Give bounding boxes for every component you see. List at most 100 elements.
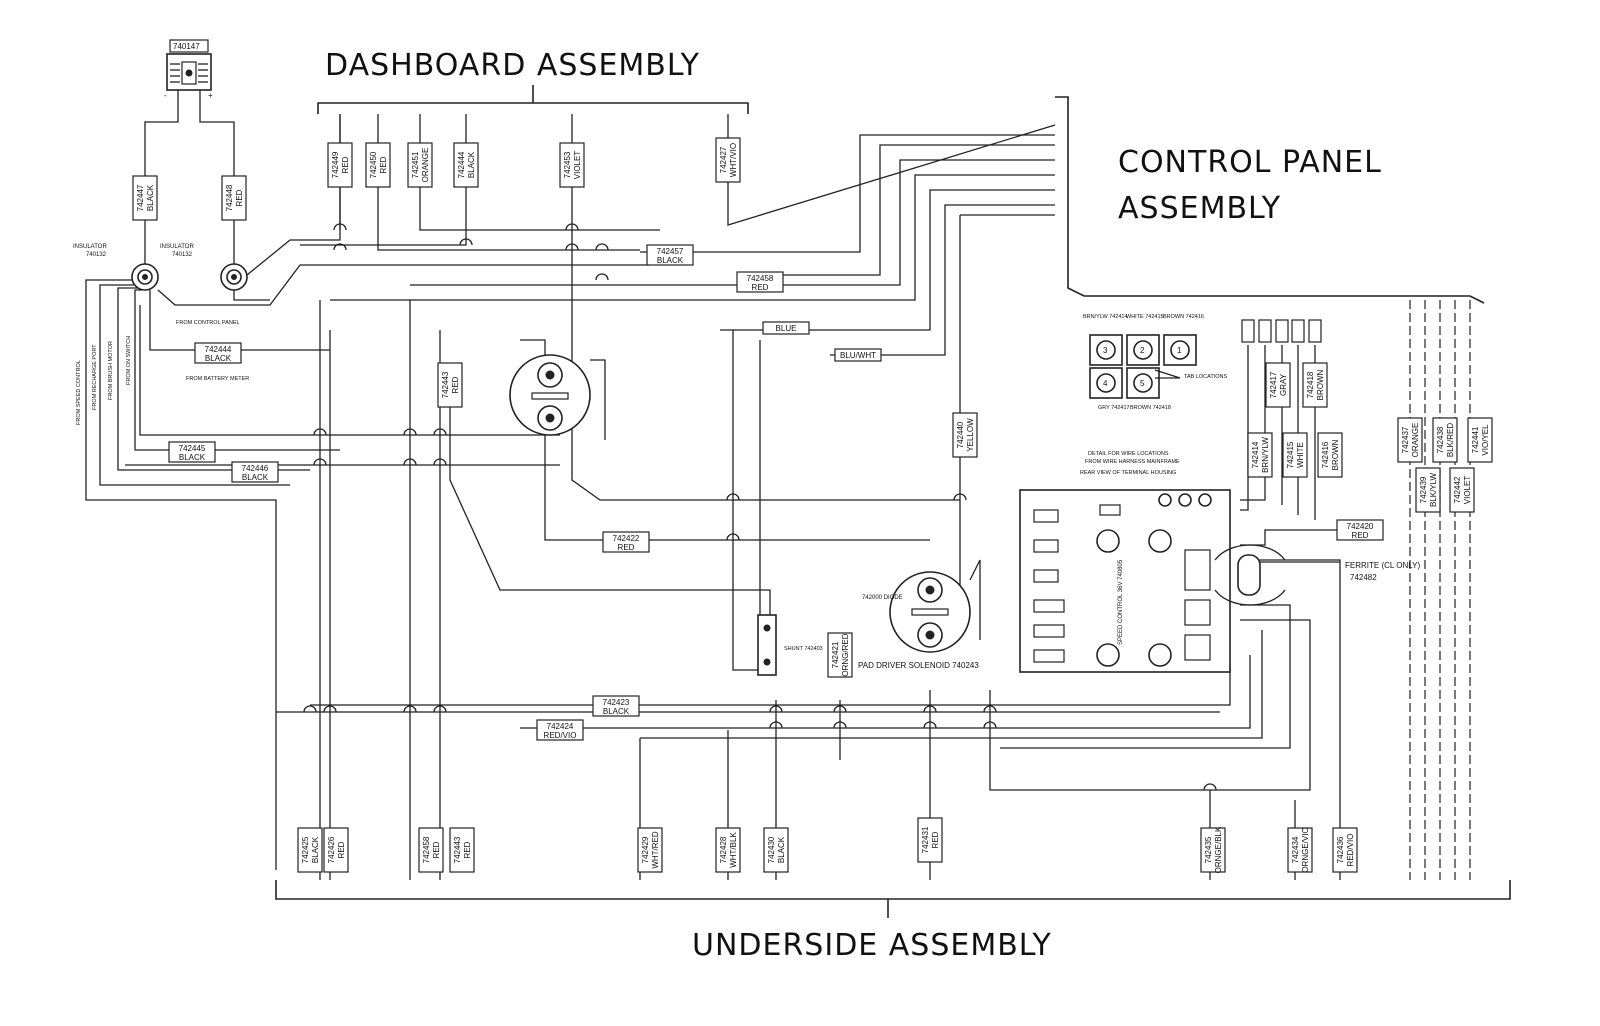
wire-part-number: 742431 xyxy=(921,826,930,853)
wire-part-number: 742450 xyxy=(369,151,378,178)
wire-part-number: 742427 xyxy=(719,146,728,173)
underside-bracket xyxy=(275,880,1511,918)
insulator-left-label: INSULATOR xyxy=(73,244,107,250)
wire-color: GRAY xyxy=(1279,373,1288,396)
wire-part-number: 742422 xyxy=(613,534,640,543)
wire-color: BLACK xyxy=(467,151,476,178)
solenoid-label: PAD DRIVER SOLENOID 740243 xyxy=(858,661,979,670)
wire-color: BLACK xyxy=(603,707,630,716)
shunt-label: SHUNT 742403 xyxy=(784,646,823,652)
wire-part-number: 742444 xyxy=(205,345,232,354)
wire-color: ORNGE/VIO xyxy=(1301,827,1310,872)
wire-color: RED xyxy=(618,543,635,552)
detail-note-line2: FROM WIRE HARNESS MAINFRAME xyxy=(1085,459,1180,465)
wire-part-number: 742430 xyxy=(767,836,776,863)
wire-color: BRN/YLW xyxy=(1261,437,1270,473)
wire-part-number: 742416 xyxy=(1321,441,1330,468)
wire-part-number: 742423 xyxy=(603,698,630,707)
wire-color: RED xyxy=(432,841,441,858)
terminal-num-2: 2 xyxy=(1140,346,1145,355)
wire-part-number: 742443 xyxy=(441,371,450,398)
insulator-left-part: 740132 xyxy=(86,252,107,258)
insulator-right: INSULATOR 740132 xyxy=(160,244,248,291)
terminal-plugs xyxy=(1241,319,1322,343)
battery-meter-neg: - xyxy=(164,91,167,100)
wire-color: ORNG/RED xyxy=(841,633,850,676)
main-solenoid xyxy=(509,354,606,440)
shunt: SHUNT 742403 xyxy=(757,614,823,676)
wire-part-number: 742448 xyxy=(225,184,234,211)
ferrite: FERRITE (CL ONLY) 742482 xyxy=(1214,544,1420,606)
wire-part-number: 742420 xyxy=(1347,522,1374,531)
tab-locations-label: TAB LOCATIONS xyxy=(1184,374,1228,380)
wire-label-hbluwht: BLU/WHT xyxy=(834,348,882,362)
wire-part-number: 742458 xyxy=(422,836,431,863)
wire-color: BLACK xyxy=(311,836,320,863)
ferrite-label: FERRITE (CL ONLY) xyxy=(1345,561,1420,570)
wire-part-number: 742425 xyxy=(301,836,310,863)
battery-meter-pos: + xyxy=(208,91,213,100)
wire-color: RED xyxy=(1352,531,1369,540)
speed-control-label: SPEED CONTROL 36V 740805 xyxy=(1118,559,1124,645)
wire-part-number: 742434 xyxy=(1291,836,1300,863)
wire-part-number: 742440 xyxy=(956,421,965,448)
wire-color: BLACK xyxy=(146,184,155,211)
wire-part-number: 742443 xyxy=(453,836,462,863)
wire-color: WHT/VIO xyxy=(729,143,738,177)
wire-part-number: 742429 xyxy=(641,836,650,863)
wire-part-number: 742418 xyxy=(1306,371,1315,398)
battery-meter: 740147 - + xyxy=(164,39,213,100)
wire-part-number: 742417 xyxy=(1269,371,1278,398)
wire-part-number: 742428 xyxy=(719,836,728,863)
wire-harness-lines xyxy=(85,90,1471,880)
insulator-right-part: 740132 xyxy=(172,252,193,258)
pad-driver-solenoid: 742000 DIODE PAD DRIVER SOLENOID 740243 xyxy=(858,559,981,670)
wire-color: ORANGE xyxy=(421,148,430,183)
wire-color: WHT/BLK xyxy=(729,832,738,868)
side-note-speed-control: FROM SPEED CONTROL xyxy=(76,360,82,425)
wire-part-number: 742426 xyxy=(327,836,336,863)
terminal-num-4: 4 xyxy=(1103,379,1108,388)
dashboard-bracket xyxy=(317,85,749,114)
from-battery-meter-note: FROM BATTERY METER xyxy=(186,376,249,382)
wire-part-number: 742415 xyxy=(1286,441,1295,468)
wire-part-number: 742458 xyxy=(747,274,774,283)
wire-color: RED/VIO xyxy=(1346,834,1355,867)
wire-part-number: 742451 xyxy=(411,151,420,178)
wire-color: RED xyxy=(931,831,940,848)
wire-color: RED xyxy=(451,376,460,393)
wire-color: BLACK xyxy=(205,354,232,363)
wire-part-number: 742446 xyxy=(242,464,269,473)
side-note-on-switch: FROM ON SWITCH xyxy=(126,336,132,385)
wire-color: BLU/WHT xyxy=(840,351,876,360)
terminal-housing-detail: BRN/YLW 742414 WHITE 742415 BROWN 742416… xyxy=(1080,314,1228,476)
terminal-top-3: BROWN 742416 xyxy=(1163,314,1204,320)
wire-part-number: 742445 xyxy=(179,444,206,453)
wire-color: BLK/RED xyxy=(1446,423,1455,457)
wire-part-number: 742414 xyxy=(1251,441,1260,468)
wire-color: BLACK xyxy=(657,256,684,265)
